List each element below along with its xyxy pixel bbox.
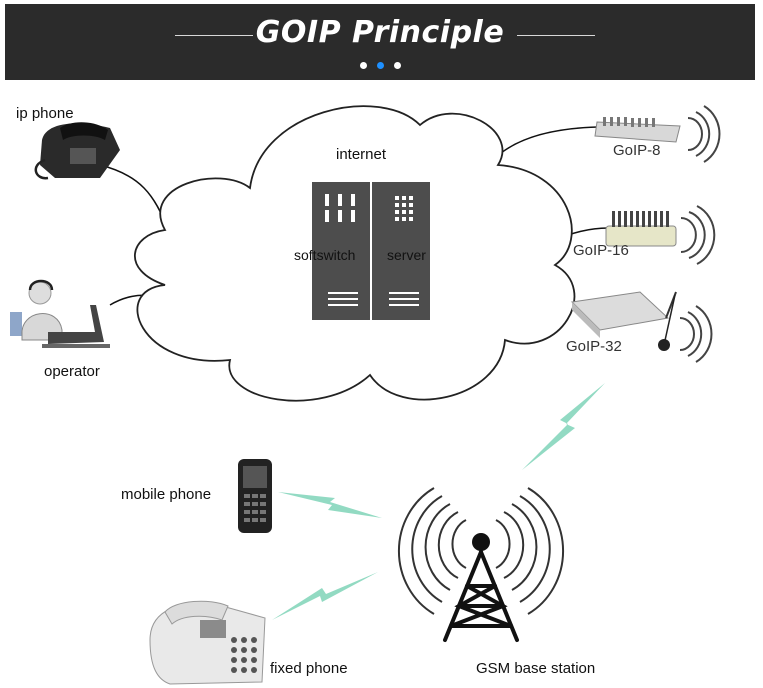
goip16-label: GoIP-16 [573, 242, 629, 259]
signal-goip-to-tower [522, 383, 605, 470]
ip-phone-icon [34, 122, 120, 180]
goip32-label: GoIP-32 [566, 338, 622, 355]
softswitch-label: softswitch [294, 247, 356, 263]
signal-fixed-to-tower [272, 572, 378, 620]
cable-ip-phone [99, 164, 169, 231]
server-label: server [387, 247, 426, 263]
operator-icon [10, 279, 110, 348]
signal-mobile-to-tower [278, 492, 382, 518]
fixed-phone-icon [149, 600, 266, 685]
title-rule-left [175, 35, 253, 36]
wireless-signals [272, 383, 605, 620]
goip8-device-icon [594, 117, 681, 143]
mobile-phone-label: mobile phone [121, 486, 212, 503]
title-rule-right [517, 35, 595, 36]
goip16-device-icon [605, 211, 677, 247]
carousel-dot-2[interactable] [376, 62, 384, 69]
title-banner: GOIP Principle [5, 4, 755, 80]
internet-label: internet [336, 146, 387, 163]
fixed-phone-label: fixed phone [270, 660, 348, 677]
operator-label: operator [44, 363, 100, 380]
goip-signal-arcs [679, 105, 721, 363]
cable-goip8 [494, 126, 599, 159]
page-title: GOIP Principle [255, 15, 505, 50]
tower-signal-arcs [397, 487, 565, 615]
gsm-base-station-label: GSM base station [476, 660, 596, 677]
mobile-phone-icon [238, 459, 272, 533]
ip-phone-label: ip phone [16, 105, 74, 122]
server-rack-icon [312, 182, 430, 320]
gsm-tower-icon [397, 487, 565, 642]
goip8-label: GoIP-8 [613, 142, 661, 159]
goip32-device-icon [570, 291, 677, 351]
carousel-dot-1[interactable] [359, 62, 367, 69]
carousel-dot-3[interactable] [393, 62, 401, 69]
carousel-dots [5, 62, 755, 69]
